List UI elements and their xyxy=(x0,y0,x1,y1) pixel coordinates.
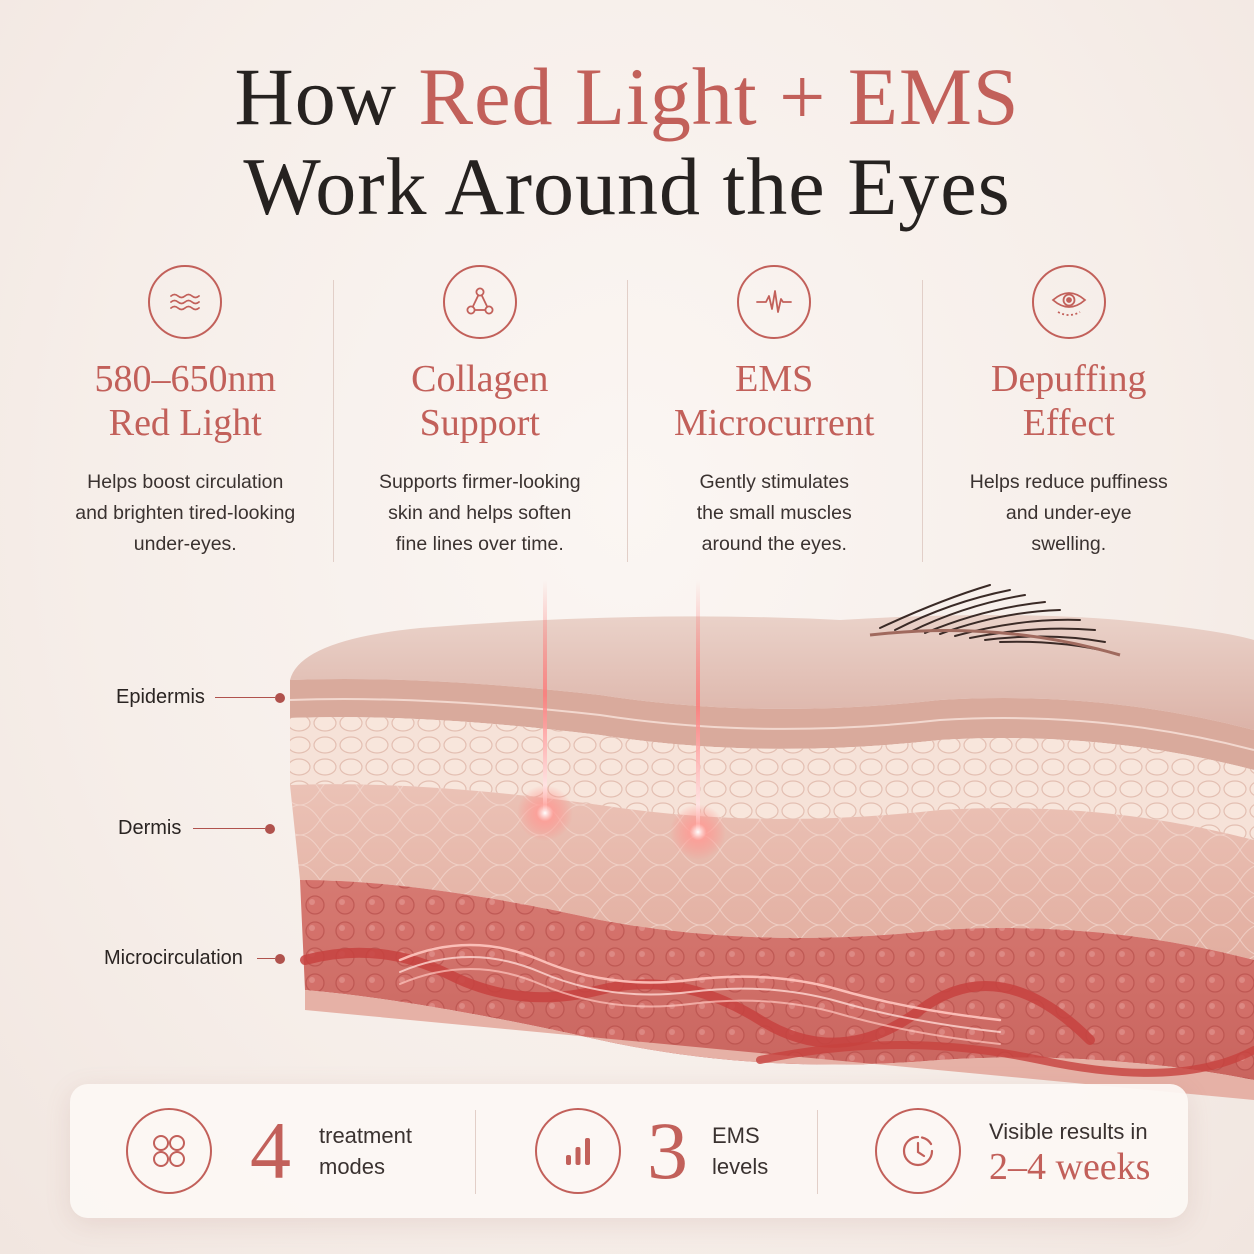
feature-title: Depuffing Effect xyxy=(991,358,1147,444)
page-title: How Red Light + EMS Work Around the Eyes xyxy=(0,52,1254,232)
stat-value: 2–4 weeks xyxy=(989,1145,1151,1188)
stat-label: EMS levels xyxy=(712,1123,769,1179)
stat-treatment-modes: 4 treatment modes xyxy=(70,1084,475,1218)
label-epidermis: Epidermis xyxy=(116,686,285,709)
leader-dot xyxy=(265,823,276,834)
title-line-2: Work Around the Eyes xyxy=(243,141,1011,232)
bars-icon xyxy=(535,1108,621,1194)
leader-dot xyxy=(274,953,285,964)
layer-label-text: Microcirculation xyxy=(104,947,243,969)
feature-ems: EMS Microcurrent Gently stimulates the s… xyxy=(627,262,922,562)
feature-description: Helps reduce puffiness and under-eye swe… xyxy=(969,471,1168,555)
clock-icon xyxy=(875,1108,961,1194)
stat-label: treatment modes xyxy=(319,1123,412,1179)
title-prefix: How xyxy=(234,51,419,142)
waves-icon xyxy=(148,265,223,339)
feature-depuffing: Depuffing Effect Helps reduce puffiness … xyxy=(921,262,1217,562)
grid-icon xyxy=(126,1108,212,1194)
feature-title: EMS Microcurrent xyxy=(674,358,875,444)
feature-description: Supports firmer-looking skin and helps s… xyxy=(378,471,581,555)
label-microcirculation: Microcirculation xyxy=(104,947,285,970)
skin-cross-section-illustration xyxy=(289,580,1254,1100)
label-dermis: Dermis xyxy=(118,817,276,840)
layer-label-text: Dermis xyxy=(118,817,182,839)
feature-red-light: 580–650nm Red Light Helps boost circulat… xyxy=(38,262,333,562)
title-accent: Red Light + EMS xyxy=(418,51,1020,142)
stat-results-text: Visible results in 2–4 weeks xyxy=(989,1116,1150,1187)
leader-line xyxy=(256,957,275,960)
stats-bar: 4 treatment modes 3 EMS levels Visible xyxy=(70,1084,1188,1218)
title-line-1: How Red Light + EMS xyxy=(0,52,1254,142)
stat-visible-results: Visible results in 2–4 weeks xyxy=(817,1084,1188,1218)
feature-collagen: Collagen Support Supports firmer-looking… xyxy=(332,262,628,562)
leader-line xyxy=(214,696,275,699)
feature-description: Helps boost circulation and brighten tir… xyxy=(75,471,296,555)
eye-icon xyxy=(1031,265,1106,339)
leader-dot xyxy=(274,692,285,703)
feature-title: Collagen Support xyxy=(411,358,549,444)
leader-line xyxy=(193,827,266,830)
stat-label: Visible results in xyxy=(989,1118,1148,1144)
molecule-icon xyxy=(442,265,517,339)
stat-number: 4 xyxy=(250,1105,291,1196)
feature-row: 580–650nm Red Light Helps boost circulat… xyxy=(38,262,1216,562)
stat-ems-levels: 3 EMS levels xyxy=(475,1084,817,1218)
feature-description: Gently stimulates the small muscles arou… xyxy=(696,471,852,555)
stat-number: 3 xyxy=(647,1105,688,1196)
feature-title: 580–650nm Red Light xyxy=(94,358,277,444)
layer-label-text: Epidermis xyxy=(116,686,205,708)
pulse-icon xyxy=(737,265,812,339)
